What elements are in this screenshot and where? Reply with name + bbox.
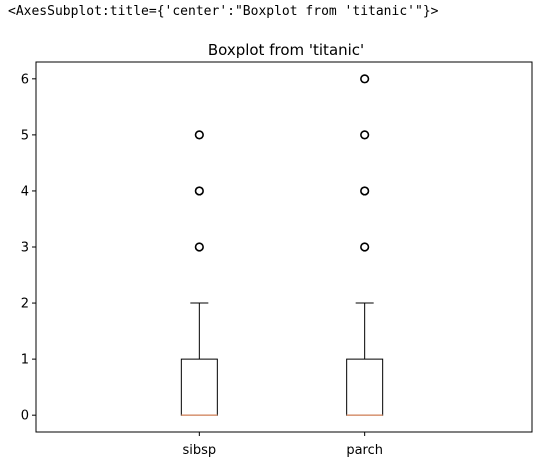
outlier-point	[360, 130, 370, 140]
outlier-point	[194, 130, 204, 140]
box-body	[180, 358, 218, 416]
x-tick-label-parch: parch	[346, 443, 383, 458]
y-tick-label: 6	[21, 72, 29, 87]
box-parch	[346, 74, 384, 416]
outlier-point	[194, 242, 204, 252]
box-sibsp	[180, 130, 218, 416]
y-tick-label: 3	[21, 241, 29, 256]
outlier-point	[360, 242, 370, 252]
y-tick-label: 0	[21, 409, 29, 424]
chart-title: Boxplot from 'titanic'	[208, 41, 364, 59]
y-axis: 0 1 2 3 4 5 6	[21, 72, 36, 424]
x-axis: sibsp parch	[182, 432, 383, 458]
y-tick-label: 1	[21, 353, 29, 368]
outlier-point	[194, 186, 204, 196]
y-tick-label: 4	[21, 184, 29, 199]
plot-frame	[35, 61, 533, 433]
box-body	[346, 358, 384, 416]
outlier-point	[360, 186, 370, 196]
y-tick-label: 2	[21, 297, 29, 312]
boxes-layer	[180, 74, 384, 416]
output-repr-text: <AxesSubplot:title={'center':"Boxplot fr…	[8, 4, 439, 19]
x-tick-label-sibsp: sibsp	[182, 443, 216, 458]
y-tick-label: 5	[21, 128, 29, 143]
outlier-point	[360, 74, 370, 84]
